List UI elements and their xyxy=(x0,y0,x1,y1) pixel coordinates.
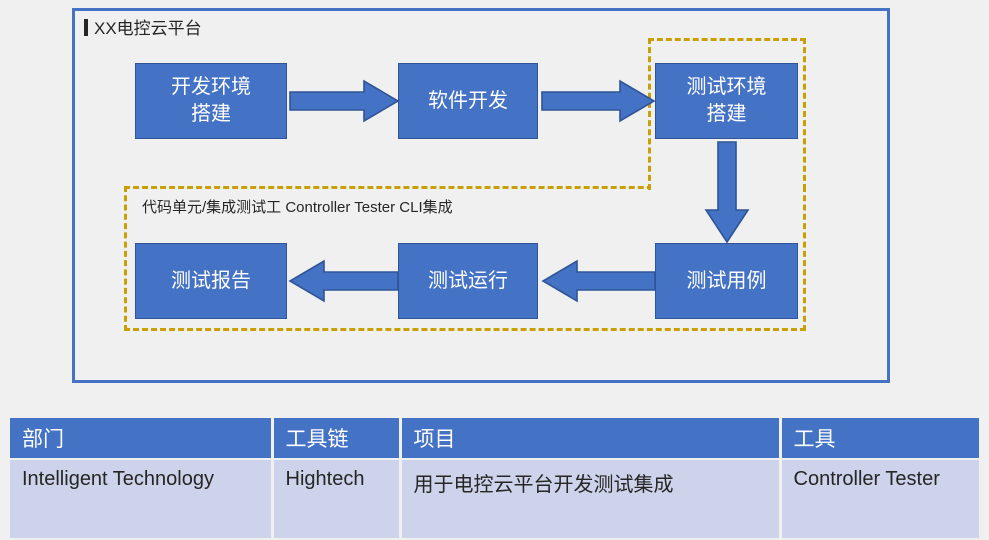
table-header-toolchain: 工具链 xyxy=(272,418,402,460)
node-test-env-line1: 测试环境 xyxy=(686,76,767,98)
node-test-report-label: 测试报告 xyxy=(171,269,251,292)
table-header-tool: 工具 xyxy=(780,418,979,460)
table-cell-project: 用于电控云平台开发测试集成 xyxy=(400,459,782,538)
node-dev-env[interactable]: 开发环境 搭建 xyxy=(135,63,287,139)
table-cell-toolchain: Hightech xyxy=(272,459,402,538)
table-header-project: 项目 xyxy=(400,418,782,460)
page-title: XX电控云平台 xyxy=(84,18,202,40)
node-software-development-label: 软件开发 xyxy=(428,89,508,112)
table-header-department: 部门 xyxy=(10,418,274,460)
node-dev-env-line1: 开发环境 xyxy=(171,76,251,98)
dashed-group-label: 代码单元/集成测试工 Controller Tester CLI集成 xyxy=(142,199,453,216)
node-test-report[interactable]: 测试报告 xyxy=(135,243,287,319)
platform-title-text: XX电控云平台 xyxy=(94,19,202,38)
table-cell-tool: Controller Tester xyxy=(780,459,979,538)
arrow-right-dev-to-softdev xyxy=(289,79,400,123)
dashed-group-toolchain xyxy=(124,186,806,331)
node-test-run[interactable]: 测试运行 xyxy=(398,243,538,319)
table-cell-department: Intelligent Technology xyxy=(10,459,274,538)
node-software-development[interactable]: 软件开发 xyxy=(398,63,538,139)
arrow-right-softdev-to-testenv xyxy=(541,79,656,123)
table-row: Intelligent Technology Hightech 用于电控云平台开… xyxy=(10,459,979,538)
node-test-env-line2: 搭建 xyxy=(706,103,747,125)
node-test-case[interactable]: 测试用例 xyxy=(655,243,798,319)
node-dev-env-line2: 搭建 xyxy=(191,103,231,125)
node-test-case-label: 测试用例 xyxy=(686,269,767,292)
title-accent-bar xyxy=(84,19,88,36)
arrow-left-testrun-to-testreport xyxy=(288,259,399,303)
node-test-run-label: 测试运行 xyxy=(428,269,508,292)
arrow-down-testenv-to-testcase xyxy=(704,141,750,244)
node-test-env[interactable]: 测试环境 搭建 xyxy=(655,63,798,139)
arrow-left-testcase-to-testrun xyxy=(541,259,656,303)
table-header-row: 部门 工具链 项目 工具 xyxy=(10,418,979,460)
info-table: 部门 工具链 项目 工具 Intelligent Technology High… xyxy=(10,418,979,538)
